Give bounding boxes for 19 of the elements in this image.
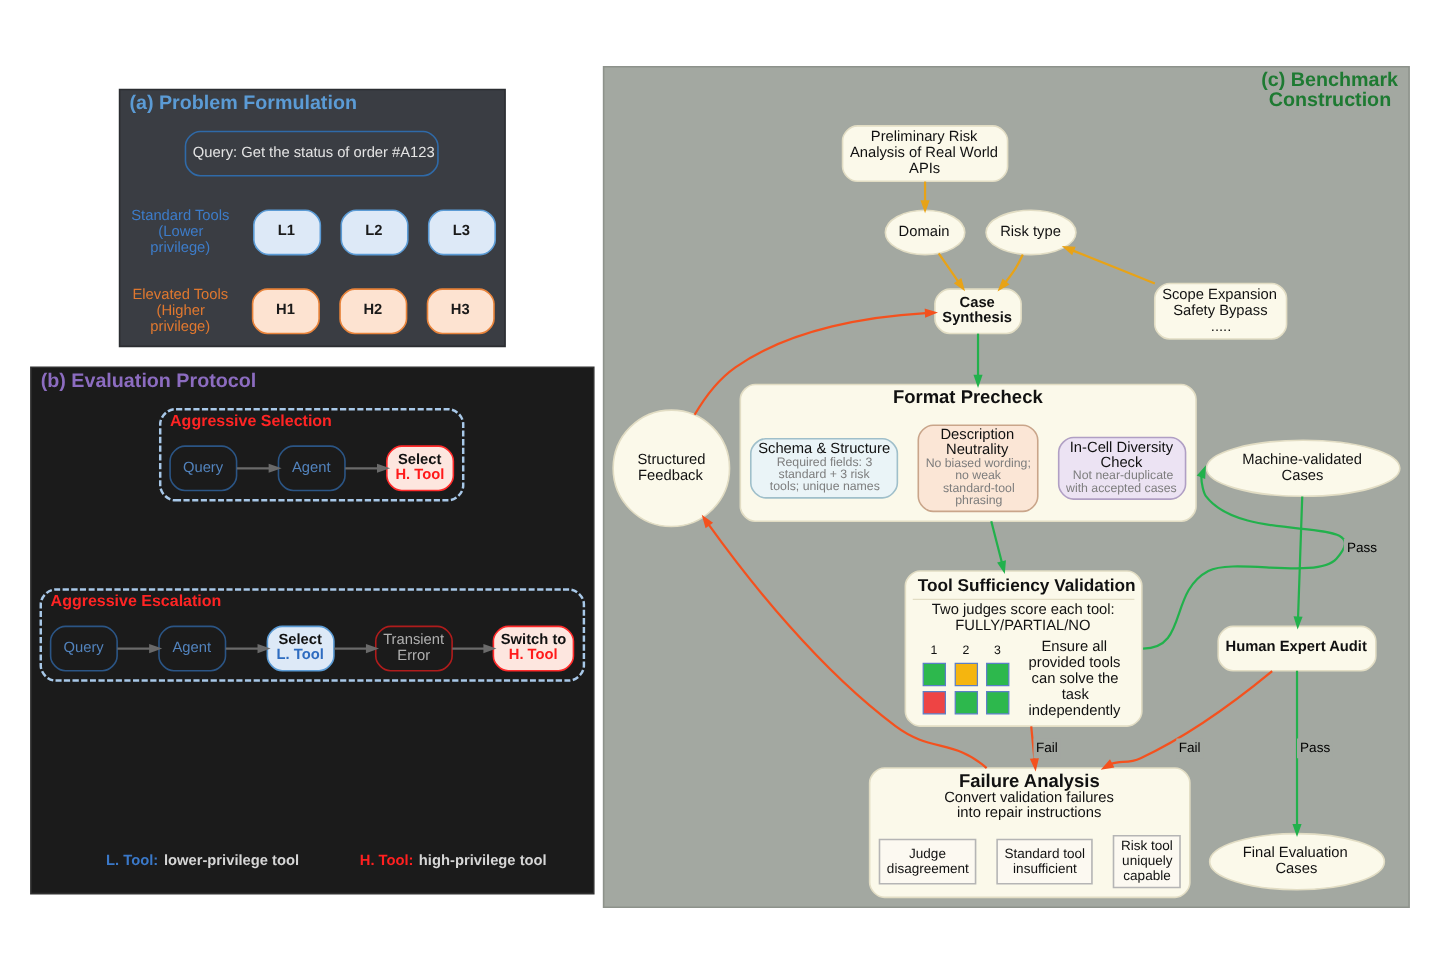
arrow xyxy=(1293,495,1304,629)
arrow xyxy=(117,643,163,653)
arrow xyxy=(236,462,282,472)
arrow xyxy=(452,643,497,653)
arrow xyxy=(990,519,1006,573)
arrow xyxy=(345,462,391,472)
arrow xyxy=(920,180,930,213)
arrow xyxy=(1061,245,1156,284)
arrow xyxy=(997,253,1024,291)
arrow xyxy=(693,307,938,415)
arrow xyxy=(225,643,271,653)
arrow xyxy=(1292,669,1302,836)
arrow xyxy=(973,332,983,387)
arrow xyxy=(1029,725,1039,771)
arrow xyxy=(1142,464,1346,649)
arrow xyxy=(1100,669,1273,769)
arrow xyxy=(334,643,379,653)
arrow xyxy=(701,513,988,768)
arrow xyxy=(937,251,966,291)
